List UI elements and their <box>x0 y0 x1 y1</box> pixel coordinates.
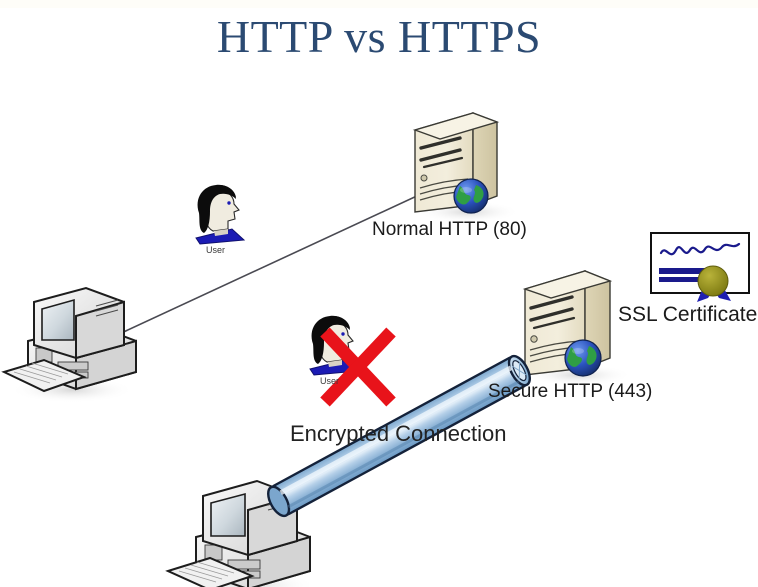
label-user-top: User <box>206 245 226 255</box>
connection-plain-link <box>101 181 448 343</box>
globe-icon <box>453 178 489 214</box>
label-ssl-certificate: SSL Certificate <box>618 303 758 326</box>
server-http-icon <box>412 111 520 223</box>
encrypted-tunnel-icon <box>267 354 531 518</box>
label-secure-http: Secure HTTP (443) <box>488 381 653 402</box>
server-https-icon <box>522 269 632 386</box>
certificate-icon <box>650 232 750 302</box>
label-user-blocked: User <box>320 376 340 386</box>
page-title: HTTP vs HTTPS <box>216 11 542 62</box>
label-normal-http: Normal HTTP (80) <box>372 219 527 240</box>
desktop-computer-icon <box>1 286 137 403</box>
label-encrypted-connection: Encrypted Connection <box>290 421 507 446</box>
globe-icon <box>564 339 602 377</box>
top-band <box>0 0 758 8</box>
red-x-icon <box>320 327 396 407</box>
user-head-icon <box>195 184 246 245</box>
